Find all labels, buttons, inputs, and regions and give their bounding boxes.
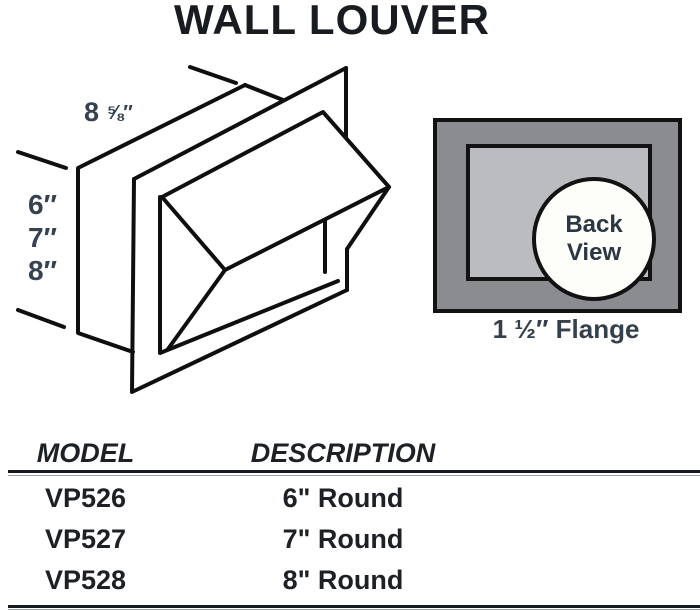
width-dimension: 8 ⅝″ — [84, 97, 133, 128]
model-cell: VP526 — [44, 483, 127, 513]
height-dim-7: 7″ — [28, 222, 57, 253]
column-header-model: MODEL — [36, 437, 135, 468]
flange-size-label: 1 ½″ Flange — [492, 314, 640, 344]
back-view-label-line1: Back — [565, 211, 623, 238]
back-view-label-line2: View — [566, 239, 622, 266]
bottom-rule-dark — [8, 605, 700, 608]
opening-left-bottom-edges — [158, 195, 340, 355]
height-dim-6: 6″ — [28, 189, 57, 220]
model-cell: VP528 — [44, 565, 127, 595]
flange-left-bottom-edges — [130, 177, 349, 394]
sleeve-front-edge — [243, 83, 285, 102]
dim-tick-top — [188, 65, 238, 85]
height-dimensions: 6″ 7″ 8″ — [28, 188, 57, 287]
hood-right-gusset — [345, 185, 391, 251]
header-rule-dark — [8, 470, 700, 473]
dim-tick-left-upper — [16, 150, 68, 170]
height-dim-8: 8″ — [28, 255, 57, 286]
table-row: VP528 8" Round — [8, 560, 700, 601]
description-cell: 6" Round — [282, 483, 404, 513]
back-view-opening: Back View — [466, 144, 656, 301]
wall-louver-drawing — [16, 65, 391, 394]
page-title: WALL LOUVER — [174, 0, 490, 43]
back-view-duct-circle: Back View — [532, 177, 656, 301]
column-header-description: DESCRIPTION — [250, 437, 436, 468]
sleeve-outline — [76, 83, 247, 354]
hood-left-gusset — [166, 268, 227, 351]
table-row: VP526 6" Round — [8, 478, 700, 519]
model-cell: VP527 — [44, 524, 127, 554]
table-row: VP527 7" Round — [8, 519, 700, 560]
description-cell: 7" Round — [282, 524, 404, 554]
width-dimension-fraction: ⅝″ — [106, 102, 133, 124]
table-header-row: MODEL DESCRIPTION — [8, 438, 700, 468]
dim-tick-left-lower — [16, 308, 66, 329]
hood-panel — [160, 110, 391, 272]
model-table: MODEL DESCRIPTION VP526 6" Round VP527 7… — [8, 438, 700, 610]
flange-top-edge — [132, 66, 348, 181]
description-cell: 8" Round — [282, 565, 404, 595]
width-dimension-int: 8 — [84, 97, 100, 127]
back-view-flange-plate: Back View — [433, 118, 682, 313]
header-rule-gray — [8, 475, 700, 476]
